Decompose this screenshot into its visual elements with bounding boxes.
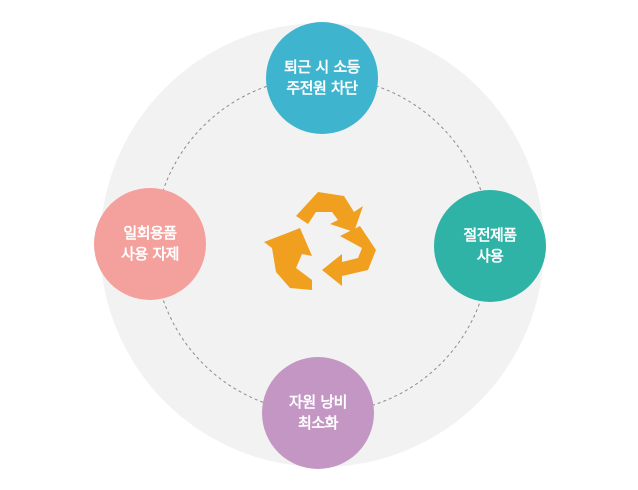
node-top-circle: 퇴근 시 소등 주전원 차단 [266,22,378,134]
background-circle [100,23,544,467]
node-right-line1: 절전제품 [463,226,517,244]
node-bottom-line2: 최소화 [298,414,338,432]
node-left-line1: 일회용품 [123,224,177,242]
recycle-icon [264,192,376,290]
node-left-circle: 일회용품 사용 자제 [94,188,206,300]
node-right-line2: 사용 [476,247,504,265]
node-bottom-line1: 자원 낭비 [289,393,347,411]
node-top-line1: 퇴근 시 소등 [284,58,360,76]
node-left-line2: 사용 자제 [121,245,179,263]
node-right-circle: 절전제품 사용 [434,190,546,302]
node-top-line2: 주전원 차단 [286,79,358,97]
node-bottom-circle: 자원 낭비 최소화 [262,357,374,469]
